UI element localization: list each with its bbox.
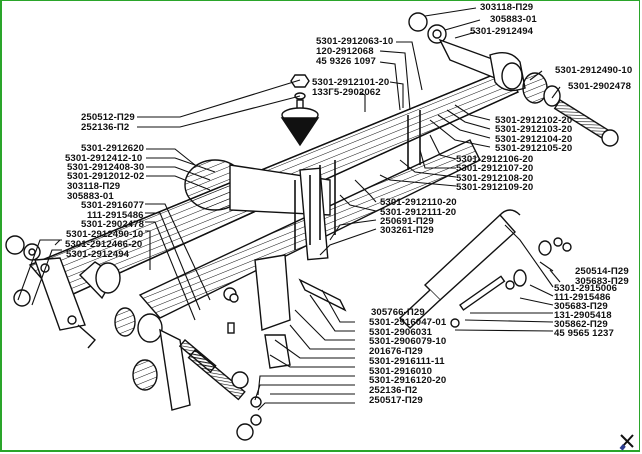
callout-label: 5301-2912107-20 bbox=[456, 163, 534, 174]
callout-label: 303118-П29 bbox=[67, 181, 121, 192]
callout-label: 111-2915486 bbox=[554, 292, 611, 303]
lower-bushings bbox=[114, 307, 254, 441]
callout-label: 305683-П29 bbox=[554, 301, 608, 312]
callout-label: 5301-2912408-30 bbox=[67, 162, 145, 173]
callout-label: 5301-2912105-20 bbox=[495, 143, 573, 154]
callout-label: 5301-2912110-20 bbox=[380, 197, 457, 208]
callout-label: 5301-2912109-20 bbox=[456, 182, 534, 193]
callout-label: 5301-2916047-01 bbox=[369, 317, 447, 328]
callout-label: 5301-2906079-10 bbox=[369, 336, 447, 347]
callout-label: 5301-2916010 bbox=[369, 366, 433, 377]
callout-label: 45 9326 1097 bbox=[316, 56, 376, 67]
callout-label: 5301-2902478 bbox=[568, 81, 632, 92]
callout-label: 5301-2912104-20 bbox=[495, 134, 573, 145]
callout-label: 5301-2912063-10 bbox=[316, 36, 394, 47]
callout-label: 5301-2912412-10 bbox=[65, 153, 143, 164]
callout-label: 5301-2915006 bbox=[554, 283, 618, 294]
shock-absorber bbox=[398, 209, 572, 329]
callout-label: 5301-2912490-10 bbox=[555, 65, 633, 76]
callout-label: 5301-2902478 bbox=[81, 219, 145, 230]
callout-label: 5301-2916077 bbox=[81, 200, 145, 211]
front-eye-assembly bbox=[408, 12, 619, 147]
callout-label: 305862-П29 bbox=[554, 319, 608, 330]
callout-label: 5301-2912101-20 bbox=[312, 77, 390, 88]
stabilizer-bracket bbox=[223, 254, 347, 426]
callout-label: 305683-П29 bbox=[575, 276, 629, 287]
callout-label: 131-2905418 bbox=[554, 310, 612, 321]
callout-label: 120-2912068 bbox=[316, 46, 374, 57]
callout-label: 5301-2912103-20 bbox=[495, 124, 573, 135]
callout-label: 250691-П29 bbox=[380, 216, 434, 227]
callout-label: 5301-2912106-20 bbox=[456, 154, 534, 165]
callout-label: 201676-П29 bbox=[369, 346, 423, 357]
callout-label: 5301-2912012-02 bbox=[67, 171, 145, 182]
callout-label: 5301-2912490-10 bbox=[66, 229, 144, 240]
callout-label: 305883-01 bbox=[490, 14, 537, 25]
callout-label: 5301-2912102-20 bbox=[495, 115, 573, 126]
callout-label: 5301-2912494 bbox=[66, 249, 130, 260]
callout-label: 5301-2912494 bbox=[470, 26, 534, 37]
callout-label: 305883-01 bbox=[67, 191, 114, 202]
callout-label: 111-2915486 bbox=[87, 210, 144, 221]
callout-label: 5301-2916111-11 bbox=[369, 356, 445, 367]
wrench-screwdriver-icon bbox=[619, 434, 634, 451]
callout-label: 45 9565 1237 bbox=[554, 328, 614, 339]
callout-label: 5301-2916120-20 bbox=[369, 375, 447, 386]
callout-label: 303118-П29 bbox=[480, 2, 534, 13]
axle-hub bbox=[184, 159, 331, 261]
callout-label: 303261-П29 bbox=[380, 225, 434, 236]
callout-label: 5301-2912108-20 bbox=[456, 173, 534, 184]
callout-label: 250512-П29 bbox=[81, 112, 135, 123]
callout-label: 5301-2912111-20 bbox=[380, 207, 457, 218]
rear-shackle bbox=[5, 235, 121, 349]
bump-stop bbox=[280, 74, 320, 147]
callout-label: 252136-П2 bbox=[369, 385, 418, 396]
callout-label: 250517-П29 bbox=[369, 395, 423, 406]
callout-label: 5301-2906031 bbox=[369, 327, 433, 338]
callout-label: 305766-П29 bbox=[371, 307, 425, 318]
callout-label: 5301-2912620 bbox=[81, 143, 145, 154]
callout-label: 250514-П29 bbox=[575, 266, 629, 277]
callout-label: 5301-2912466-20 bbox=[65, 239, 143, 250]
callout-label: 133Г5-2902062 bbox=[312, 87, 381, 98]
callout-label: 252136-П2 bbox=[81, 122, 130, 133]
leader-lines bbox=[17, 7, 561, 411]
u-bolts bbox=[294, 110, 421, 250]
